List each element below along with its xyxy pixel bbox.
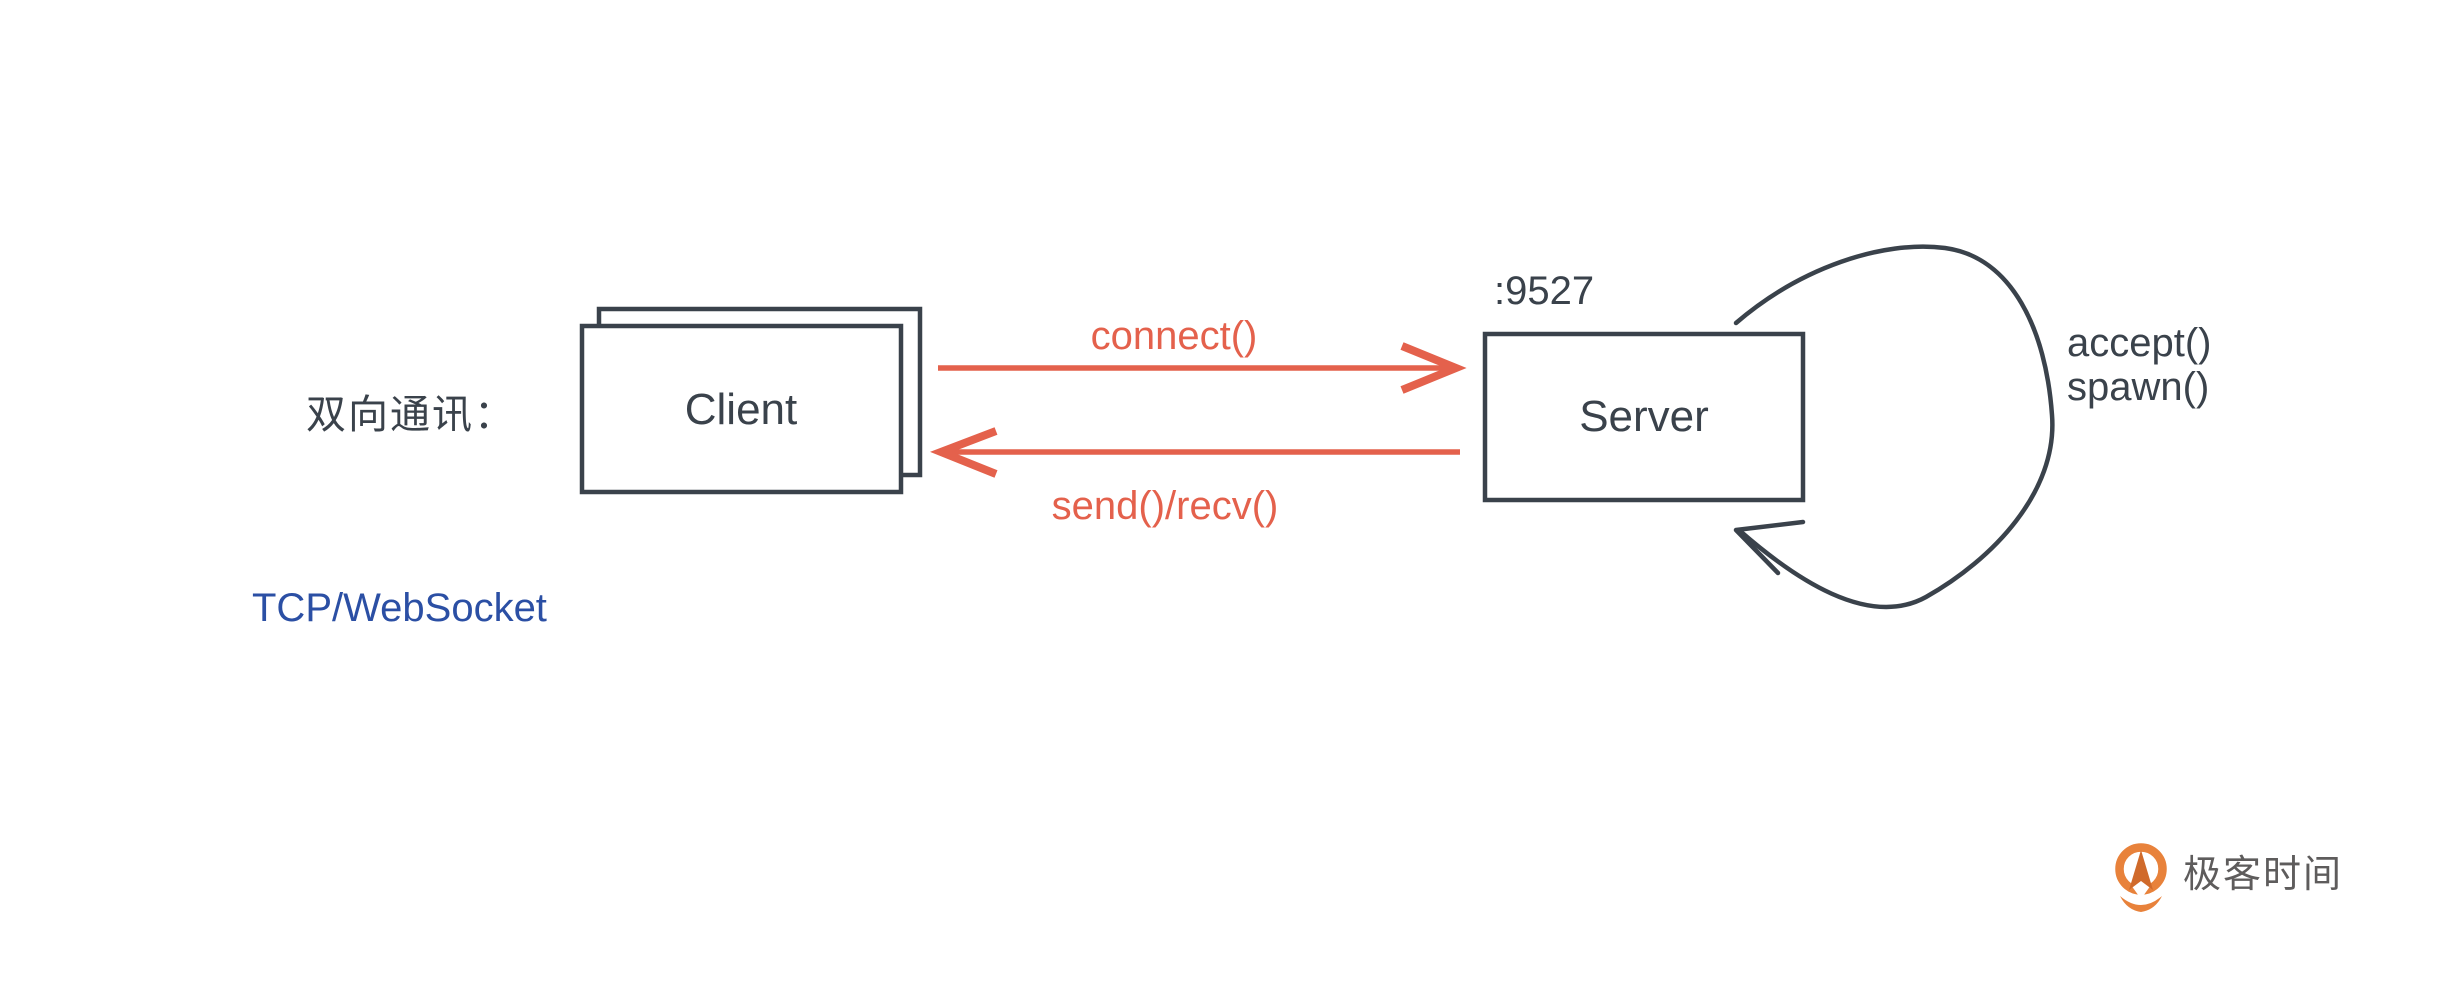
client-node: Client [579, 306, 923, 495]
loop-arrow-path [1733, 244, 2055, 610]
server-label: Server [1579, 392, 1709, 441]
port-label: :9527 [1494, 269, 1594, 313]
connect-label: connect() [1091, 314, 1258, 358]
connect-arrowhead [1400, 342, 1467, 394]
spawn-label: spawn() [2067, 365, 2209, 409]
client-label: Client [685, 385, 798, 434]
loop-arrowhead [1733, 519, 1806, 576]
server-node: :9527 Server [1482, 269, 1806, 503]
accept-label: accept() [2067, 321, 2212, 365]
geektime-logo-text: 极客时间 [2183, 854, 2343, 896]
geektime-logo: 极客时间 [2115, 843, 2343, 912]
loop-arrow: accept() spawn() [1733, 244, 2212, 610]
logo-pin-tail [2120, 896, 2162, 912]
bidirectional-label: 双向通讯： [306, 393, 516, 437]
logo-ring-gap [2131, 885, 2151, 899]
send-recv-label: send()/recv() [1052, 484, 1279, 528]
transport-label: TCP/WebSocket [252, 586, 547, 630]
geektime-logo-icon [2115, 843, 2167, 912]
send-recv-arrow: send()/recv() [930, 427, 1460, 528]
client-box [579, 323, 904, 495]
connect-arrow: connect() [938, 314, 1467, 394]
send-recv-arrowhead [930, 427, 998, 478]
server-box [1482, 331, 1806, 503]
logo-needle [2129, 850, 2153, 890]
